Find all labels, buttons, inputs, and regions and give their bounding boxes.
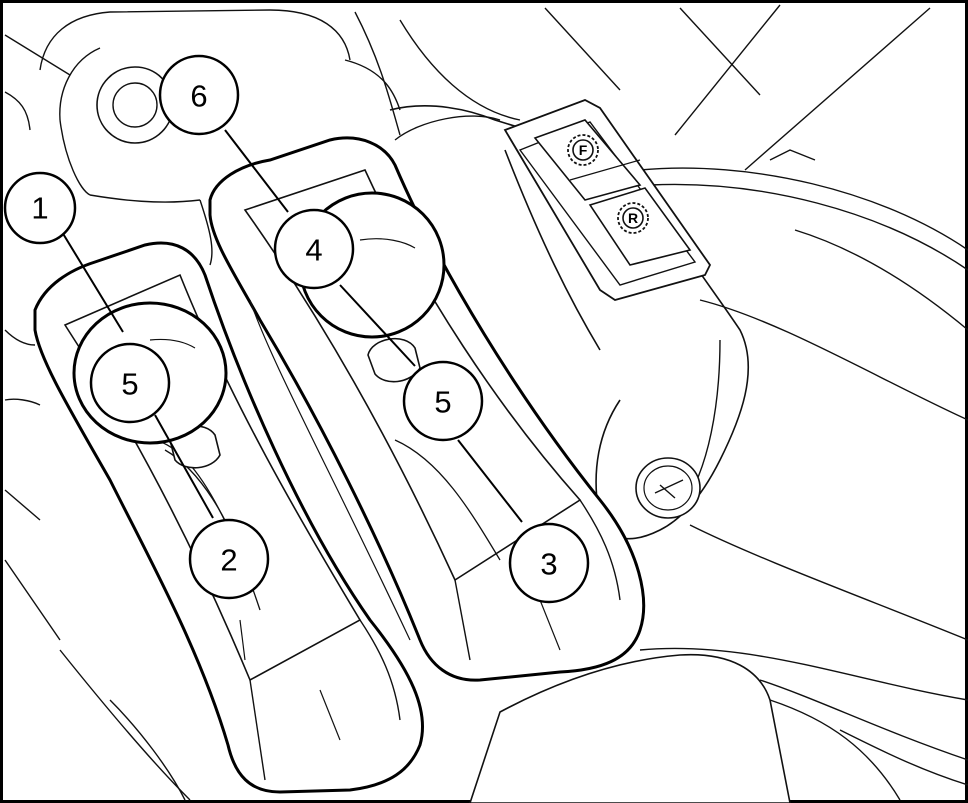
callout-5-left: 5 [89,342,171,424]
callout-3: 3 [508,522,590,604]
callout-2-label: 2 [220,543,237,578]
callout-5-right-label: 5 [434,385,451,420]
leader-lines [61,129,523,523]
callout-6-label: 6 [190,79,207,114]
callouts: 1 2 3 4 5 5 6 [3,54,590,604]
callout-3-label: 3 [540,547,557,582]
callout-5-right: 5 [402,360,484,442]
callout-1-label: 1 [31,191,48,226]
callout-6: 6 [158,54,240,136]
lower-cover [469,653,791,803]
callout-4-label: 4 [305,233,322,268]
callout-2: 2 [188,518,270,600]
reverse-gear-icon: R [617,202,649,234]
forward-label: F [579,142,588,158]
callout-1: 1 [3,171,77,245]
background-lines [4,4,968,801]
leader-3 [457,439,523,523]
leader-4-5 [339,284,416,367]
leader-1 [61,231,124,333]
leader-2 [154,414,214,519]
indicator-lamp [96,66,174,144]
leader-6 [224,129,289,213]
callout-5-left-label: 5 [121,367,138,402]
forward-gear-icon: F [567,134,599,166]
callout-4: 4 [273,208,355,290]
direction-switch-panel: F R [503,99,712,301]
reverse-label: R [628,210,638,226]
screw-head [635,457,701,519]
